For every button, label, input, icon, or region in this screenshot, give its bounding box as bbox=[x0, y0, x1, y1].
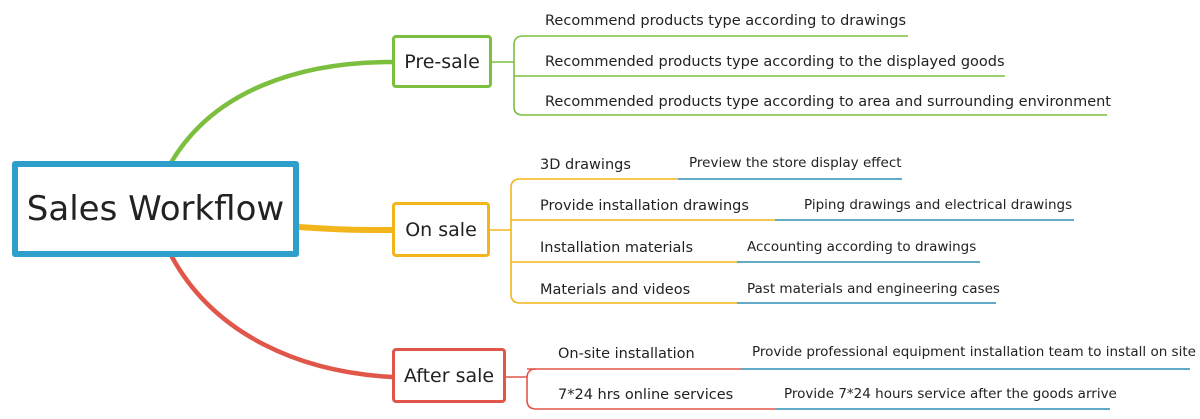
presale-item: Recommend products type according to dra… bbox=[545, 13, 906, 29]
onsale-item-label: Provide installation drawings bbox=[540, 198, 749, 214]
aftersale-item-detail: Provide professional equipment installat… bbox=[752, 344, 1196, 360]
connector-root-onsale bbox=[296, 224, 395, 233]
branch-onsale-label: On sale bbox=[405, 218, 477, 241]
root-node: Sales Workflow bbox=[12, 161, 299, 257]
connector-root-presale bbox=[169, 59, 395, 164]
connector-root-aftersale bbox=[169, 254, 395, 380]
onsale-item-label: Installation materials bbox=[540, 240, 693, 256]
root-label: Sales Workflow bbox=[26, 189, 285, 229]
onsale-item-detail: Preview the store display effect bbox=[689, 155, 902, 171]
onsale-connectors bbox=[490, 178, 775, 304]
onsale-detail-underlines bbox=[678, 178, 1074, 304]
presale-item: Recommended products type according to a… bbox=[545, 94, 1111, 110]
onsale-item-detail: Accounting according to drawings bbox=[747, 239, 977, 255]
presale-connectors bbox=[492, 35, 1107, 116]
branch-presale: Pre-sale bbox=[392, 35, 492, 88]
branch-aftersale-label: After sale bbox=[403, 364, 495, 387]
presale-item: Recommended products type according to t… bbox=[545, 54, 1005, 70]
aftersale-item-label: 7*24 hrs online services bbox=[558, 387, 734, 403]
aftersale-connectors bbox=[506, 368, 775, 410]
branch-aftersale: After sale bbox=[392, 348, 506, 403]
aftersale-item-label: On-site installation bbox=[558, 346, 695, 362]
onsale-item-detail: Piping drawings and electrical drawings bbox=[804, 197, 1073, 213]
onsale-item-label: 3D drawings bbox=[540, 157, 631, 173]
branch-onsale: On sale bbox=[392, 202, 490, 257]
branch-presale-label: Pre-sale bbox=[404, 50, 480, 73]
onsale-item-detail: Past materials and engineering cases bbox=[747, 281, 1000, 297]
onsale-item-label: Materials and videos bbox=[540, 282, 691, 298]
aftersale-item-detail: Provide 7*24 hours service after the goo… bbox=[784, 386, 1117, 402]
aftersale-detail-underlines bbox=[741, 368, 1190, 410]
